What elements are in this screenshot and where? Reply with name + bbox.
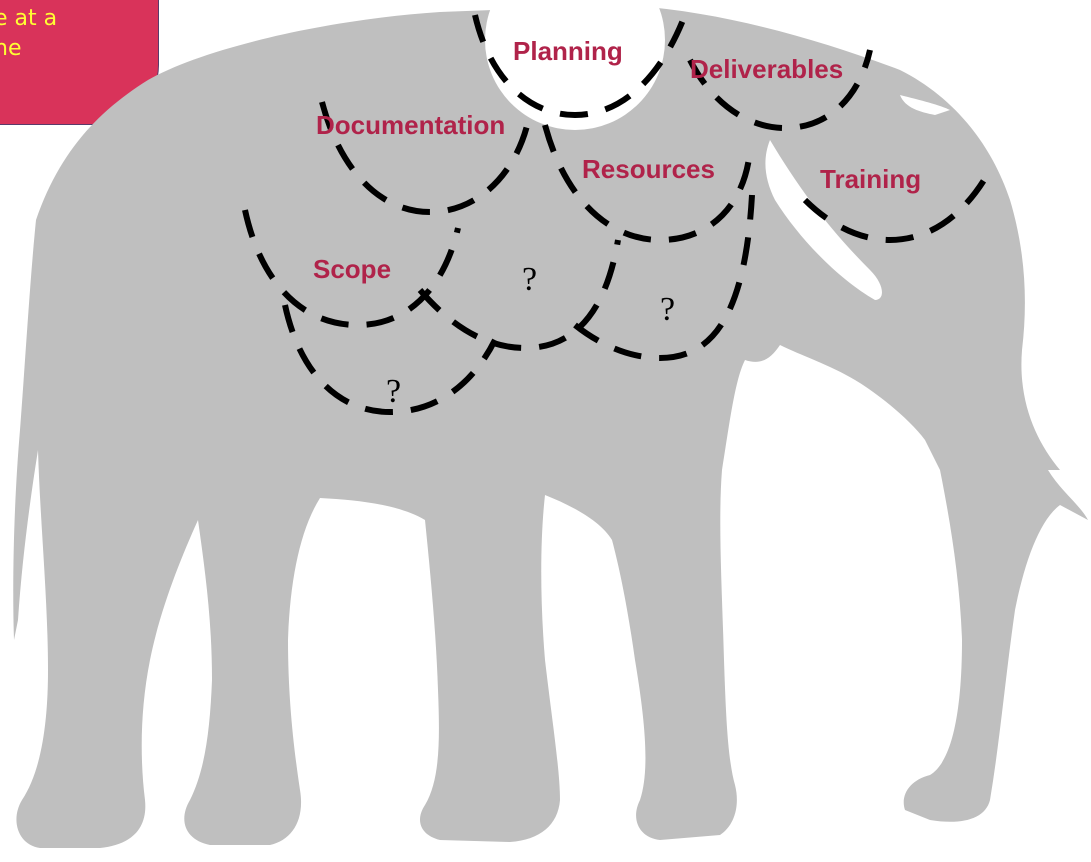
label-resources: Resources [582,154,715,184]
label-deliverables: Deliverables [690,54,843,84]
callout-text: e at a ne [0,4,57,64]
segment-arcs [242,13,993,416]
label-unknown-1: ? [522,261,537,298]
arc-documentation [319,101,533,216]
arc-training [802,168,993,244]
callout-line-2: ne [0,36,22,61]
ear-edge [900,95,950,115]
label-unknown-3: ? [386,373,401,410]
arc-unknown-3 [282,304,498,416]
elephant-silhouette [13,5,1088,848]
label-training: Training [820,164,921,194]
arc-deliverables [687,49,873,132]
tusk [765,140,882,300]
label-scope: Scope [313,254,391,284]
arc-unknown-2 [573,194,755,362]
planning-circle-fill [485,0,665,130]
label-unknown-2: ? [660,291,675,328]
arc-resources [542,124,753,244]
label-documentation: Documentation [316,110,505,140]
label-planning: Planning [513,36,623,66]
callout-line-1: e at a [0,6,58,31]
arc-scope [242,209,461,329]
callout-box: e at a ne [0,0,159,125]
arc-planning [472,13,688,119]
